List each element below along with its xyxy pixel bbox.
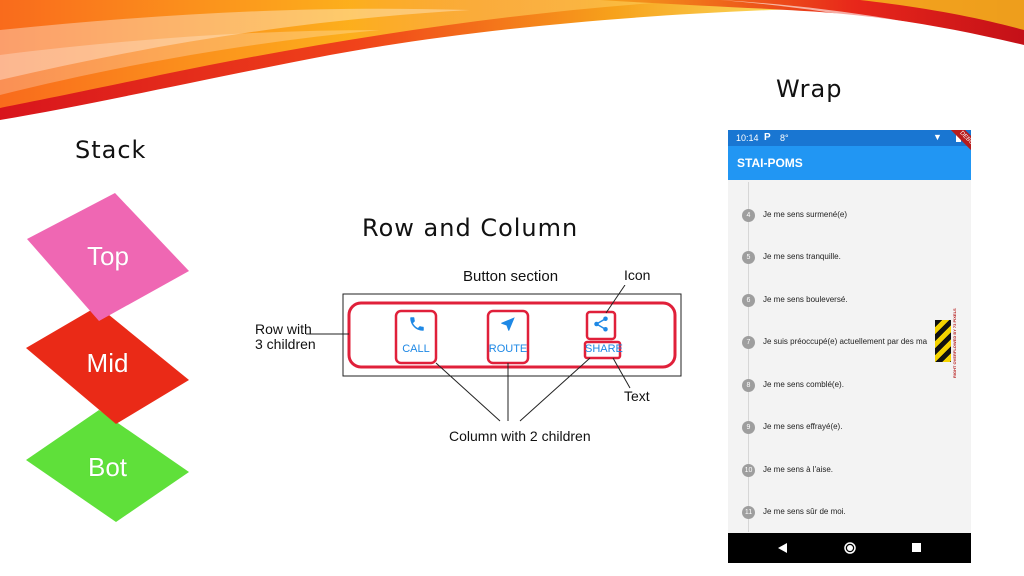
- overflow-warning-label: RIGHT OVERFLOWED BY 73 PIXELS: [952, 308, 957, 378]
- phone-icon: [410, 317, 424, 331]
- list-item-text: Je me sens effrayé(e).: [763, 422, 843, 431]
- list-item-number: 4: [742, 209, 755, 222]
- button-section-heading: Button section: [463, 268, 559, 285]
- list-item-number: 9: [742, 421, 755, 434]
- status-temp: 8°: [780, 133, 789, 143]
- list-item-text: Je me sens comblé(e).: [763, 380, 844, 389]
- row-label-line1: Row with: [255, 321, 312, 337]
- stack-item-bot: Bot: [26, 410, 189, 522]
- list-item: 8 Je me sens comblé(e).: [728, 376, 971, 396]
- stack-label-top: Top: [87, 241, 129, 271]
- list-item: 11 Je me sens sûr de moi.: [728, 503, 971, 523]
- row-column-title: Row and Column: [362, 214, 579, 242]
- navigation-icon: [501, 317, 515, 331]
- stack-title: Stack: [75, 136, 147, 164]
- list-item: 10 Je me sens à l'aise.: [728, 461, 971, 481]
- recents-icon[interactable]: [912, 543, 922, 553]
- stack-label-mid: Mid: [86, 348, 129, 378]
- list-item: 9 Je me sens effrayé(e).: [728, 418, 971, 438]
- list-item-text: Je me sens tranquille.: [763, 252, 841, 261]
- status-bar: 10:14 P 8° ▼: [728, 130, 971, 146]
- route-button-label: ROUTE: [488, 343, 528, 355]
- list-item-number: 5: [742, 251, 755, 264]
- list-item-number: 10: [742, 464, 755, 477]
- nav-bar: [728, 533, 971, 563]
- app-bar: STAI-POMS: [728, 146, 971, 180]
- header-swoosh: [0, 0, 1024, 120]
- call-button-label: CALL: [402, 343, 430, 355]
- list-item-number: 11: [742, 506, 755, 519]
- list-item-number: 6: [742, 294, 755, 307]
- column-callout: Column with 2 children: [449, 428, 591, 444]
- parking-icon: P: [764, 132, 771, 143]
- back-icon[interactable]: [778, 543, 788, 553]
- list-item-text: Je me sens surmené(e): [763, 210, 848, 219]
- status-time: 10:14: [736, 133, 759, 143]
- share-icon: [594, 316, 608, 332]
- list-item-text: Je me sens à l'aise.: [763, 465, 834, 474]
- text-callout: Text: [624, 388, 650, 404]
- list-item-text: Je suis préoccupé(e) actuellement par de…: [763, 337, 928, 346]
- list-item: 5 Je me sens tranquille.: [728, 248, 971, 268]
- wifi-icon: ▼: [933, 132, 942, 142]
- timeline-line: [748, 182, 749, 532]
- stack-item-top: Top: [27, 193, 189, 321]
- overflow-warning-text: RIGHT OVERFLOWED BY 73 PIXELS: [952, 308, 957, 378]
- list-item-text: Je me sens sûr de moi.: [763, 507, 846, 516]
- row-column-diagram: [306, 285, 682, 422]
- list-item: 4 Je me sens surmené(e): [728, 206, 971, 226]
- stack-item-mid: Mid: [26, 306, 189, 424]
- list-item-number: 7: [742, 336, 755, 349]
- app-title: STAI-POMS: [737, 156, 803, 170]
- stack-label-bot: Bot: [87, 452, 128, 482]
- icon-callout: Icon: [624, 267, 651, 283]
- overflow-warning-stripes: [935, 320, 951, 362]
- share-button-label: SHARE: [585, 343, 623, 355]
- home-icon[interactable]: [844, 542, 856, 554]
- list-item: 6 Je me sens bouleversé.: [728, 291, 971, 311]
- row-label-line2: 3 children: [255, 336, 316, 352]
- list-item: 7 Je suis préoccupé(e) actuellement par …: [728, 333, 971, 353]
- phone-screen: 10:14 P 8° ▼ STAI-POMS DEBUG 4 Je me sen…: [728, 130, 971, 563]
- wrap-title: Wrap: [776, 75, 843, 103]
- list-item-text: Je me sens bouleversé.: [763, 295, 848, 304]
- list-item-number: 8: [742, 379, 755, 392]
